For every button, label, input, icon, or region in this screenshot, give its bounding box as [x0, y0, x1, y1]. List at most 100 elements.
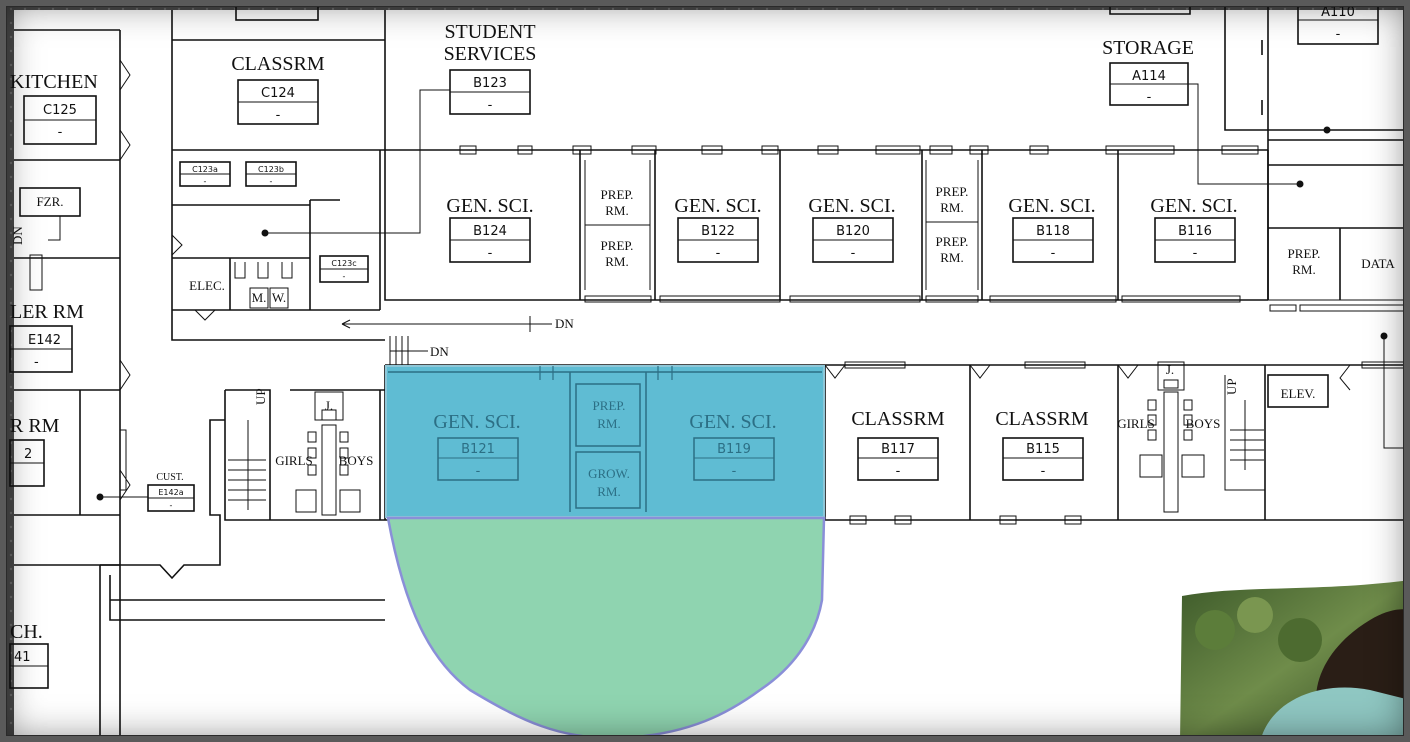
leader-dot: [261, 229, 269, 237]
east-leader: [1383, 336, 1410, 449]
b-north-row: [384, 145, 1269, 303]
b122-status: -: [716, 246, 721, 261]
b116-label: GEN. SCI.: [1150, 195, 1237, 217]
b121-status: -: [476, 464, 481, 479]
b121-room[interactable]: GEN. SCI. B121 -: [433, 411, 521, 481]
prep1-l1: PREP.: [601, 187, 634, 202]
grow-l1: GROW.: [588, 466, 630, 481]
b122-code: B122: [701, 224, 735, 239]
b118-label: GEN. SCI.: [1008, 195, 1095, 217]
toilets-mw: M. W.: [234, 262, 293, 309]
b115-code: B115: [1026, 442, 1060, 457]
east-restrooms: J. GIRLS BOYS UP: [1117, 361, 1265, 513]
dn-2-label: DN: [430, 344, 449, 359]
boys1-label: BOYS: [339, 453, 374, 468]
prep2-l2: RM.: [605, 254, 628, 269]
b119-status: -: [732, 464, 737, 479]
storage-code: A114: [1132, 69, 1166, 84]
a110-room: A110 -: [1297, 0, 1379, 45]
a-block-dot: [1323, 126, 1331, 134]
prep-rm-3: PREP. RM.: [936, 184, 969, 215]
photo-inset: [1180, 580, 1410, 742]
dn-left-label: DN: [10, 226, 25, 245]
b119-label: GEN. SCI.: [689, 411, 776, 433]
a-south-wall: [1268, 299, 1410, 312]
b120-status: -: [851, 246, 856, 261]
outdoor-zone[interactable]: [386, 516, 826, 740]
c124-code: C124: [261, 86, 295, 101]
highlighted-science-suite[interactable]: [385, 365, 825, 518]
b116-code: B116: [1178, 224, 1212, 239]
prep6-l2: RM.: [597, 416, 620, 431]
prep-rm-4: PREP. RM.: [936, 234, 969, 265]
b118-code: B118: [1036, 224, 1070, 239]
prep-rm-5: PREP. RM.: [1288, 246, 1321, 277]
storage-status: -: [1147, 90, 1152, 105]
boiler-code: E142: [28, 333, 61, 348]
c123c-room: C123c -: [319, 255, 369, 283]
prep4-l1: PREP.: [936, 234, 969, 249]
girls2-label: GIRLS: [1117, 416, 1155, 431]
ss-label-2: SERVICES: [444, 43, 537, 65]
b120-room: GEN. SCI. B120 -: [808, 195, 896, 263]
b117-label: CLASSRM: [851, 408, 945, 430]
a110-status: -: [1336, 27, 1341, 42]
b115-label: CLASSRM: [995, 408, 1089, 430]
prep4-l2: RM.: [940, 250, 963, 265]
elec-label: ELEC.: [189, 278, 225, 293]
b117-code: B117: [881, 442, 915, 457]
c123c-status: -: [343, 272, 346, 281]
grow-rm: GROW. RM.: [588, 466, 630, 499]
prep-rm-2: PREP. RM.: [601, 238, 634, 269]
c124-status: -: [276, 108, 281, 123]
b120-label: GEN. SCI.: [808, 195, 895, 217]
person-shirt: [1260, 687, 1410, 742]
ch-room: CH. 41: [9, 621, 49, 689]
prep3-l2: RM.: [940, 200, 963, 215]
c123a-status: -: [204, 177, 207, 186]
b124-code: B124: [473, 224, 507, 239]
kitchen-status: -: [58, 125, 63, 140]
ss-status: -: [488, 98, 493, 113]
b116-status: -: [1193, 246, 1198, 261]
b118-status: -: [1051, 246, 1056, 261]
kitchen-code: C125: [43, 103, 77, 118]
c123b-status: -: [270, 177, 273, 186]
boiler-label: LER RM: [10, 301, 84, 323]
stairs-dn: DN DN: [341, 316, 574, 365]
r-room: R RM 2: [9, 415, 60, 487]
ss-label-1: STUDENT: [444, 21, 535, 43]
dn-1-label: DN: [555, 316, 574, 331]
b119-room[interactable]: GEN. SCI. B119 -: [689, 411, 777, 481]
m-label: M.: [252, 290, 267, 305]
elev-label: ELEV.: [1281, 386, 1316, 401]
c123c-code: C123c: [331, 259, 356, 268]
c-block: [171, 0, 386, 341]
grow-l2: RM.: [597, 484, 620, 499]
b118-room: GEN. SCI. B118 -: [1008, 195, 1096, 263]
ch-label: CH.: [10, 621, 43, 643]
w-label: W.: [272, 290, 286, 305]
up1-label: UP: [253, 388, 268, 405]
student-services: STUDENT SERVICES B123 -: [444, 21, 537, 115]
cust-label: CUST.: [156, 472, 183, 483]
fzr-label: FZR.: [36, 194, 63, 209]
a110-code: A110: [1321, 5, 1355, 20]
prep5-l1: PREP.: [1288, 246, 1321, 261]
b122-label: GEN. SCI.: [674, 195, 761, 217]
b122-room: GEN. SCI. B122 -: [674, 195, 762, 263]
ss-code: B123: [473, 76, 507, 91]
prep3-l1: PREP.: [936, 184, 969, 199]
b115-status: -: [1041, 464, 1046, 479]
left-wing: [14, 29, 131, 741]
b115-room: CLASSRM B115 -: [995, 408, 1089, 481]
kitchen-label: KITCHEN: [10, 71, 98, 93]
c124-label: CLASSRM: [231, 53, 325, 75]
boys2-label: BOYS: [1186, 416, 1221, 431]
classrm-c124: CLASSRM C124 -: [231, 53, 325, 125]
lower-left-corridor: [100, 419, 385, 621]
b117-room: CLASSRM B117 -: [851, 408, 945, 481]
cust-code: E142a: [158, 488, 183, 497]
